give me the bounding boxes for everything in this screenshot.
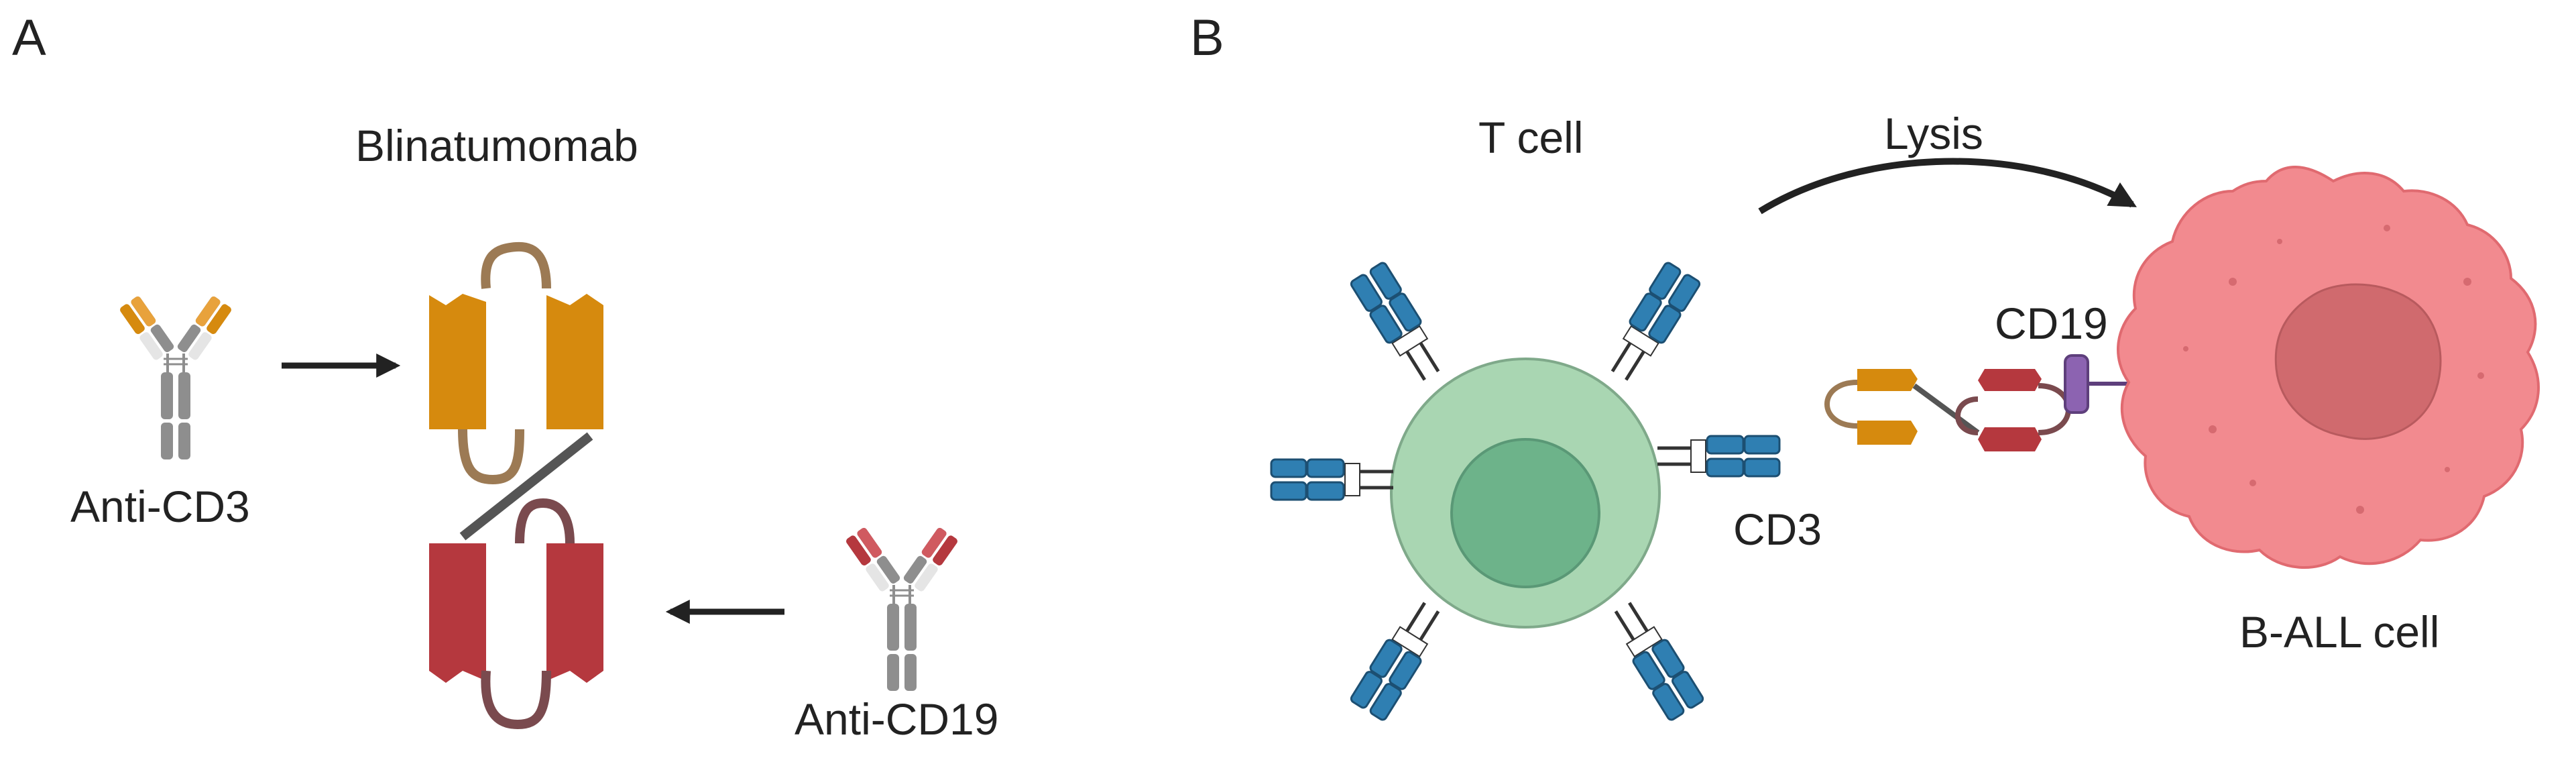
anti-cd19-antibody [843, 525, 960, 692]
cd3-domain-left [429, 294, 486, 429]
t-cell-nucleus [1450, 438, 1600, 588]
panel-a-letter: A [12, 9, 46, 66]
anti-cd3-label: Anti-CD3 [70, 482, 250, 531]
tcr-receptor-top-right [1602, 262, 1701, 386]
lysis-arrow [1758, 158, 2137, 215]
anti-cd3-antibody [117, 294, 234, 461]
panel-b-letter: B [1190, 9, 1224, 66]
cd19-label: CD19 [1995, 298, 2108, 348]
bound-blinatumomab [1824, 369, 2071, 451]
blinatumomab-title: Blinatumomab [355, 121, 638, 170]
lysis-label: Lysis [1884, 109, 1983, 158]
tcr-receptor-top-left [1350, 262, 1448, 386]
t-cell-label: T cell [1478, 113, 1584, 162]
blinatumomab-construct [429, 241, 603, 730]
tcr-receptor-left [1271, 459, 1393, 500]
cd3-label: CD3 [1733, 504, 1822, 554]
cd19-domain-right [546, 543, 603, 683]
tcr-receptor-bottom-left [1350, 596, 1448, 721]
cd19-domain-left [429, 543, 486, 683]
anti-cd19-label: Anti-CD19 [795, 694, 998, 744]
b-all-cell [2117, 166, 2540, 569]
b-all-cell-nucleus [2274, 283, 2442, 440]
t-cell [1390, 358, 1661, 629]
tcr-receptor-bottom-right [1606, 596, 1704, 721]
cd19-marker [2064, 354, 2089, 414]
tcr-receptor-right [1657, 436, 1779, 476]
b-all-cell-label: B-ALL cell [2239, 607, 2439, 657]
cd3-domain-right [546, 294, 603, 429]
